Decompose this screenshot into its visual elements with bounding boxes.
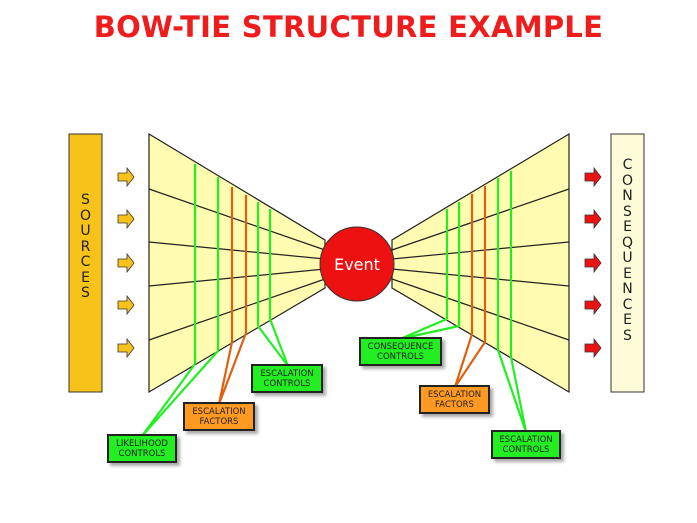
consequence-arrow-icon (584, 208, 602, 230)
consequence-arrow-icon (584, 337, 602, 359)
right-escalation-factors-label: ESCALATION FACTORS (419, 385, 490, 414)
left-escalation-controls-label: ESCALATION CONTROLS (251, 364, 323, 393)
source-arrow-icon (117, 337, 135, 359)
consequence-funnel (391, 132, 570, 394)
likelihood-controls-label: LIKELIHOOD CONTROLS (107, 434, 177, 463)
consequence-arrow-icon (584, 166, 602, 188)
source-arrow-icon (117, 252, 135, 274)
source-arrow-icon (117, 166, 135, 188)
event-circle (319, 226, 395, 302)
page-title: BOW-TIE STRUCTURE EXAMPLE (93, 10, 604, 44)
source-arrow-icon (117, 294, 135, 316)
threat-lines (148, 188, 326, 341)
left-escalation-factors-label: ESCALATION FACTORS (183, 402, 255, 431)
consequence-controls-label: CONSEQUENCE CONTROLS (359, 337, 442, 366)
consequence-arrow-icon (584, 294, 602, 316)
consequence-lines (391, 188, 570, 341)
source-arrow-icon (117, 208, 135, 230)
sources-box (68, 133, 103, 393)
consequences-box (610, 133, 645, 393)
right-escalation-controls-label: ESCALATION CONTROLS (491, 430, 561, 459)
threat-funnel (148, 132, 326, 394)
consequence-arrow-icon (584, 252, 602, 274)
event-label: Event (334, 255, 380, 274)
